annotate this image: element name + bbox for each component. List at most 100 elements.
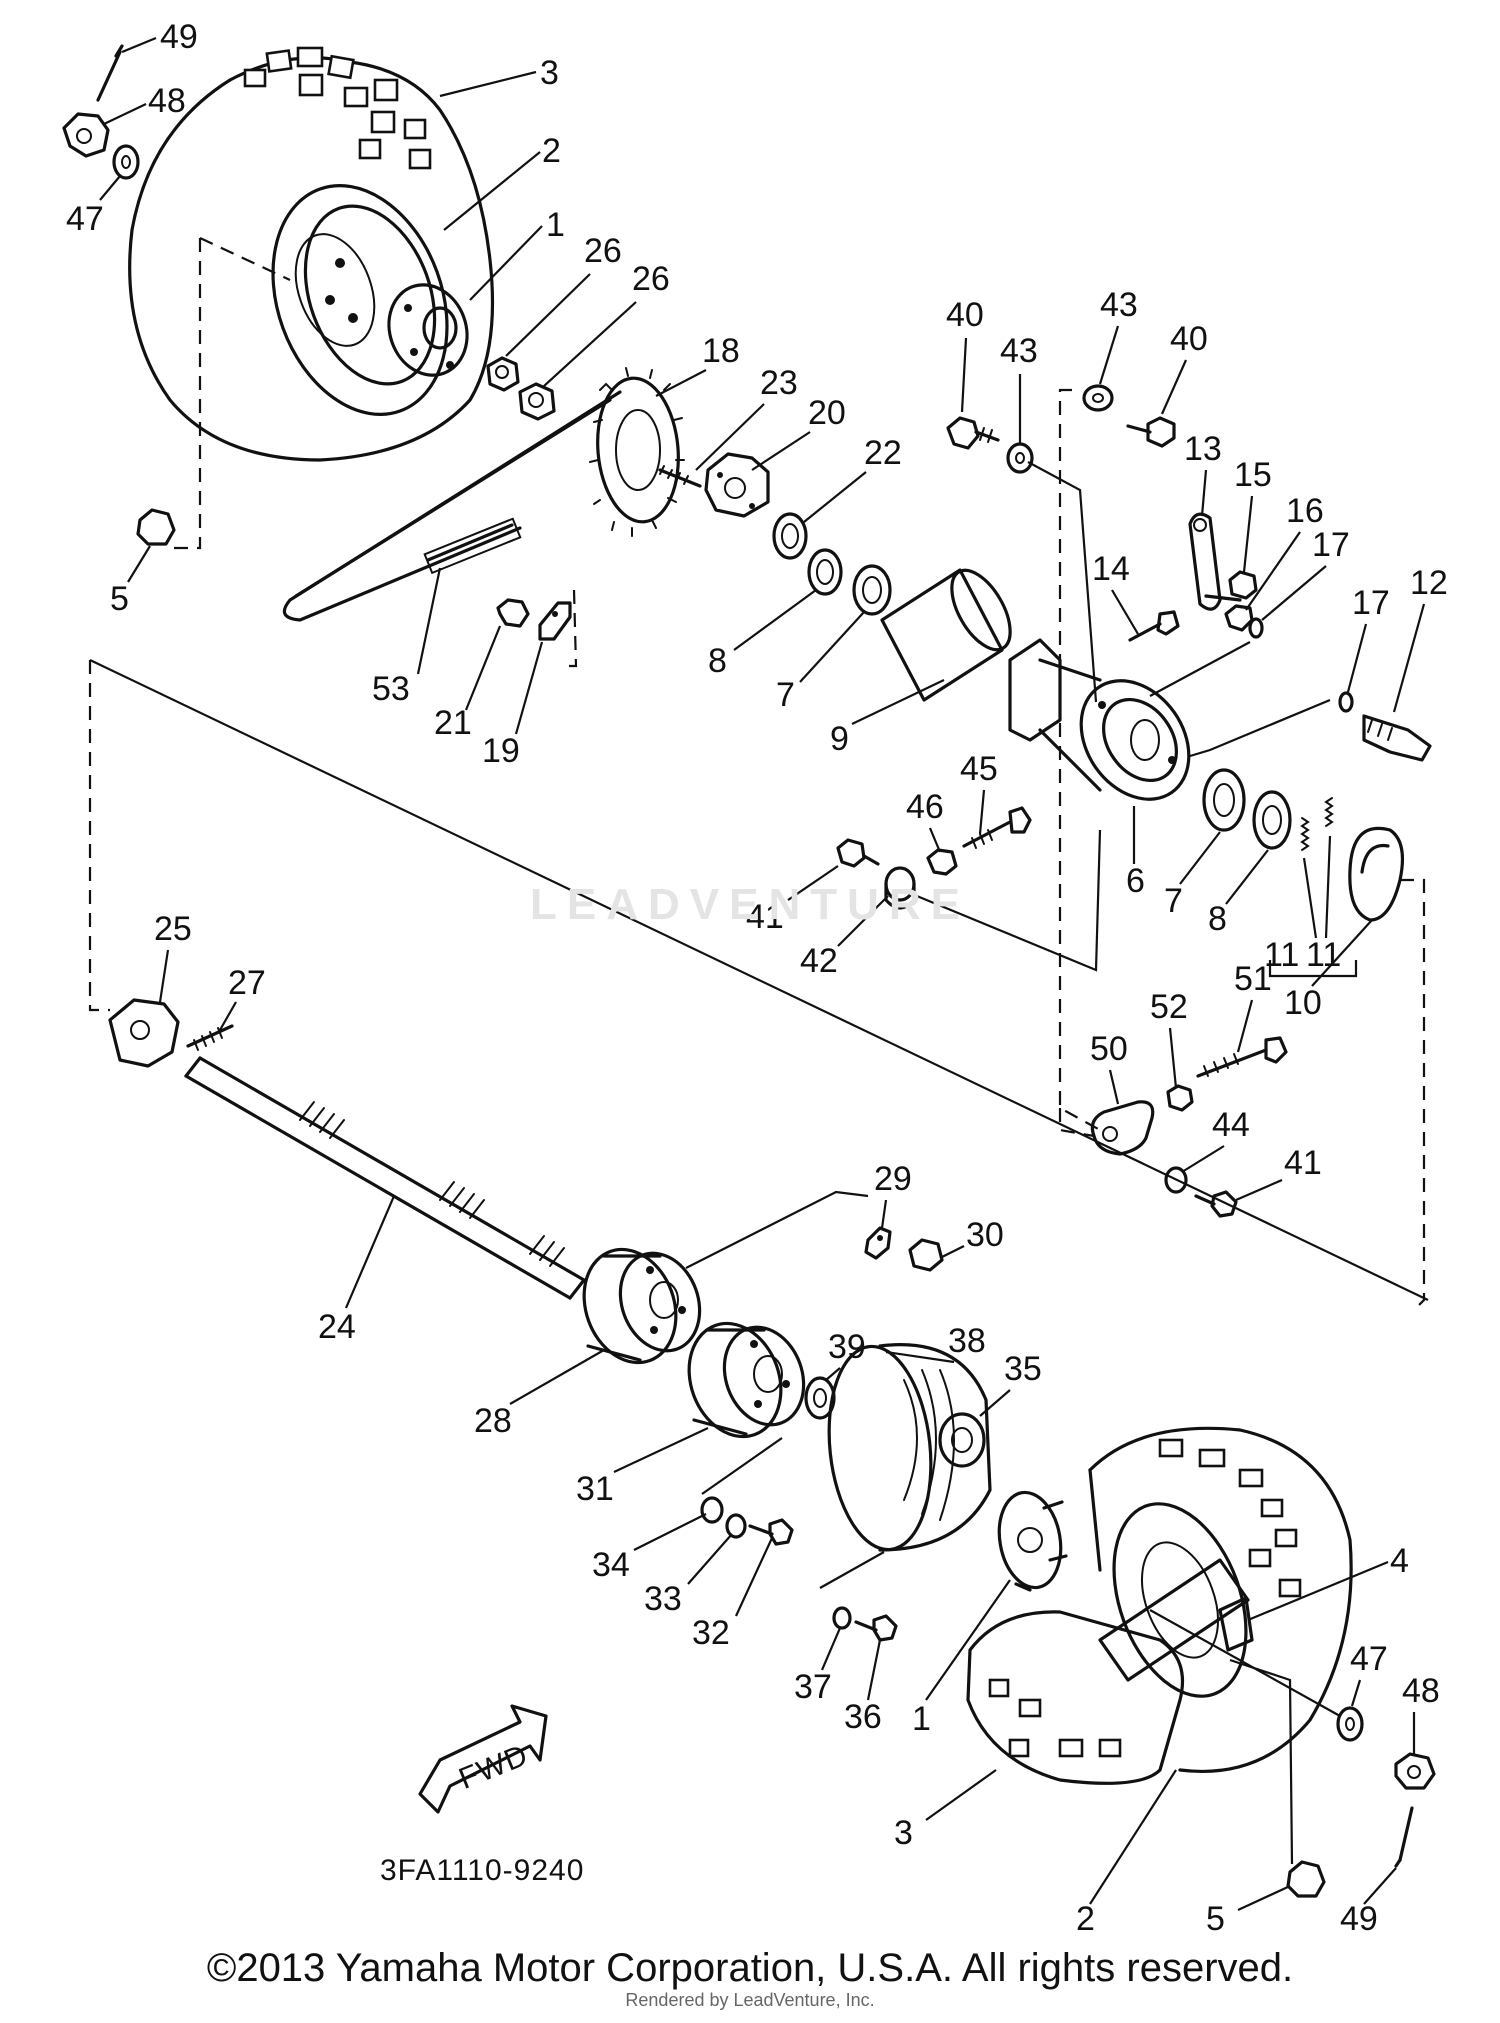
label-49-upper: 49	[160, 18, 198, 56]
washer-33	[725, 1513, 747, 1539]
washer-34	[700, 1496, 724, 1524]
label-13: 13	[1184, 430, 1222, 468]
dash-5-upper	[172, 238, 202, 550]
washer-43-left	[1006, 442, 1034, 474]
part-code: 3FA1110-9240	[380, 1854, 584, 1887]
nut-30	[908, 1238, 944, 1272]
label-17-b: 17	[1352, 584, 1390, 622]
lead-wheel-axle	[1149, 1609, 1341, 1717]
nut-15	[1228, 570, 1258, 600]
label-10: 10	[1284, 984, 1322, 1022]
lock-washer-19	[538, 601, 572, 641]
lead-cam	[1189, 698, 1331, 758]
brake-drum-35	[827, 1343, 992, 1552]
label-9: 9	[830, 720, 849, 758]
label-17-a: 17	[1312, 526, 1350, 564]
label-23: 23	[760, 364, 798, 402]
label-8-lower: 8	[1208, 900, 1227, 938]
label-38: 38	[948, 1322, 986, 1360]
hub-upper	[387, 283, 469, 377]
label-51: 51	[1234, 960, 1272, 998]
label-7-lower: 7	[1164, 882, 1183, 920]
label-33: 33	[644, 1580, 682, 1618]
lead-32	[701, 1437, 783, 1495]
label-1-lower: 1	[912, 1700, 931, 1738]
fwd-arrow	[418, 1704, 548, 1814]
spring-11-b	[1324, 797, 1334, 827]
bearing-39	[804, 1376, 836, 1420]
lead-36	[819, 1551, 885, 1589]
nut-26-a	[486, 356, 520, 392]
label-6: 6	[1126, 862, 1145, 900]
label-47-lower: 47	[1350, 1640, 1388, 1678]
o-ring-17b	[1338, 691, 1354, 713]
bearing-housing-6	[1008, 638, 1191, 801]
label-41-upper: 41	[746, 898, 784, 936]
nut-52	[1166, 1084, 1194, 1112]
wheel-upper	[128, 46, 495, 462]
label-36: 36	[844, 1698, 882, 1736]
label-37: 37	[794, 1668, 832, 1706]
label-30: 30	[966, 1216, 1004, 1254]
dash-sprocket	[560, 589, 578, 668]
bolt-51	[1196, 1036, 1288, 1078]
label-21: 21	[434, 704, 472, 742]
label-43-right: 43	[1100, 286, 1138, 324]
label-49-lower: 49	[1340, 1900, 1378, 1938]
cotter-pin-49-lower	[1394, 1806, 1414, 1868]
label-7-upper: 7	[776, 676, 795, 714]
washer-37	[832, 1606, 852, 1630]
spacer-9	[880, 568, 1012, 702]
label-24: 24	[318, 1308, 356, 1346]
label-18: 18	[702, 332, 740, 370]
label-44: 44	[1212, 1106, 1250, 1144]
bolt-41-upper	[836, 838, 880, 868]
label-40-left: 40	[946, 296, 984, 334]
label-1-upper: 1	[546, 206, 565, 244]
dash-hub-upper	[199, 237, 291, 281]
copyright: ©2013 Yamaha Motor Corporation, U.S.A. A…	[206, 1946, 1294, 1990]
label-14: 14	[1092, 550, 1130, 588]
label-5-upper: 5	[110, 580, 129, 618]
bolt-45	[962, 806, 1032, 849]
label-27: 27	[228, 964, 266, 1002]
label-16: 16	[1286, 492, 1324, 530]
castle-nut-48-upper	[62, 112, 110, 158]
label-11-b: 11	[1306, 936, 1341, 974]
rendered-by: Rendered by LeadVenture, Inc.	[625, 1990, 875, 2010]
lock-washer-29	[864, 1226, 892, 1260]
washer-43-right	[1082, 384, 1114, 412]
label-32: 32	[692, 1614, 730, 1652]
lead-29	[685, 1190, 869, 1269]
hub-31	[687, 1321, 806, 1439]
sprocket-18	[589, 367, 685, 537]
label-28: 28	[474, 1402, 512, 1440]
label-3-lower: 3	[894, 1814, 913, 1852]
label-26-a: 26	[584, 232, 622, 270]
hub-28	[582, 1247, 702, 1365]
label-2-lower: 2	[1076, 1900, 1095, 1938]
bearing-7-lower	[1202, 768, 1246, 832]
label-52: 52	[1150, 988, 1188, 1026]
lead-42	[911, 829, 1102, 972]
sprocket-hub-20	[704, 452, 770, 518]
bolt-14	[1128, 610, 1180, 642]
label-22: 22	[864, 434, 902, 472]
bolt-40-left	[946, 416, 1000, 450]
label-35: 35	[1004, 1350, 1042, 1388]
wheel-lower	[966, 1426, 1353, 1785]
label-34: 34	[592, 1546, 630, 1584]
label-4: 4	[1390, 1542, 1409, 1580]
oil-seal-8-upper	[807, 548, 843, 596]
brake-shoe-10	[1348, 826, 1404, 922]
washer-47-upper	[112, 144, 140, 180]
label-19: 19	[482, 732, 520, 770]
label-25: 25	[154, 910, 192, 948]
spacer-4	[1218, 1596, 1254, 1652]
bolt-41-lower	[1194, 1190, 1238, 1218]
lead-wheel-5	[1229, 1658, 1294, 1865]
brake-arm-13	[1188, 512, 1242, 611]
label-41-lower: 41	[1284, 1144, 1322, 1182]
washer-47-lower	[1336, 1706, 1364, 1742]
